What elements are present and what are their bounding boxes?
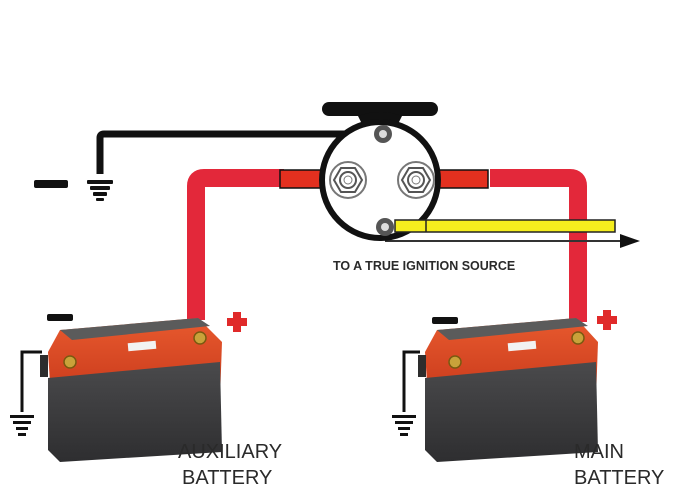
arrow-head-icon — [620, 234, 640, 248]
aux-battery-label-line2: BATTERY — [182, 467, 272, 489]
plus-icon-main — [597, 310, 617, 330]
minus-sign-top — [34, 180, 68, 188]
main-battery-label-line2: BATTERY — [574, 467, 664, 489]
ignition-wire — [394, 219, 616, 233]
right-cable-lug — [437, 169, 489, 189]
aux-terminal-stud — [329, 161, 367, 199]
main-battery-label-line1: MAIN — [574, 441, 624, 463]
aux-positive-cable — [187, 169, 284, 320]
aux-battery-label-line1: AUXILIARY — [178, 441, 282, 463]
ground-icon-main — [392, 415, 416, 436]
plus-icon-aux — [227, 312, 247, 332]
main-terminal-stud — [397, 161, 435, 199]
battery-isolator — [319, 102, 441, 241]
ground-stud — [374, 125, 392, 143]
minus-sign-aux — [47, 314, 73, 321]
ground-icon-aux — [10, 415, 34, 436]
main-battery — [418, 318, 598, 462]
ignition-stud — [376, 218, 394, 236]
main-positive-cable — [490, 169, 587, 322]
main-ground-wire — [402, 350, 420, 412]
negative-cable — [96, 130, 380, 174]
aux-ground-wire — [20, 350, 42, 412]
ground-icon-top — [87, 180, 113, 201]
left-cable-lug — [279, 169, 326, 189]
minus-sign-main — [432, 317, 458, 324]
ignition-source-label: TO A TRUE IGNITION SOURCE — [333, 259, 515, 273]
auxiliary-battery — [40, 318, 222, 462]
